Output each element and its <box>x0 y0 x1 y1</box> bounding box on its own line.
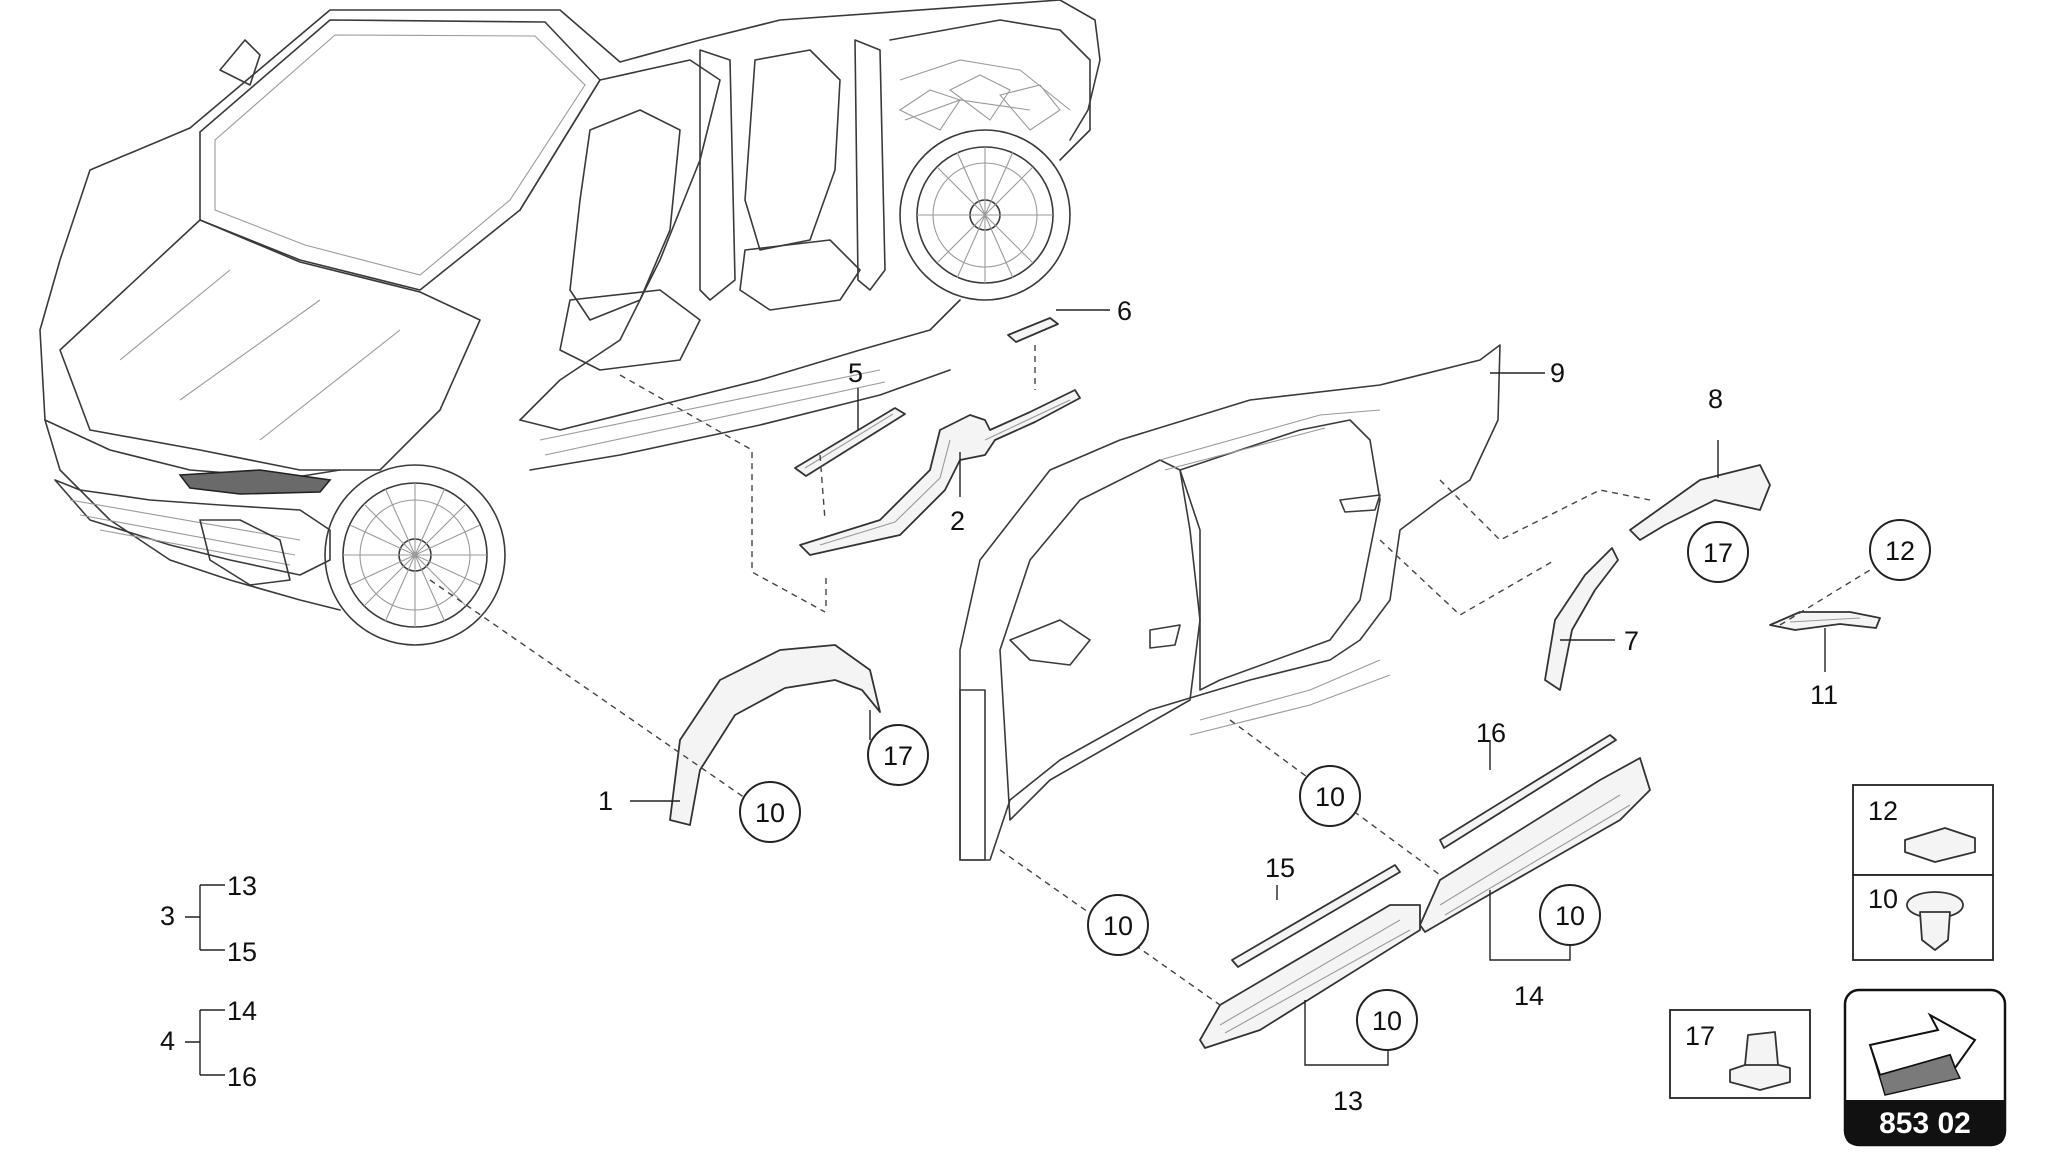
callout-10-front-arch: 10 <box>755 798 785 828</box>
group-4-child-16: 16 <box>227 1062 257 1092</box>
label-6: 6 <box>1117 296 1132 326</box>
label-1: 1 <box>598 786 613 816</box>
legend-fastener-12: 12 <box>1852 784 1994 876</box>
callout-10-skirt-front: 10 <box>1103 911 1133 941</box>
label-5: 5 <box>848 358 863 388</box>
label-14: 14 <box>1514 981 1544 1011</box>
callout-17-front-arch: 17 <box>883 741 913 771</box>
label-7: 7 <box>1624 626 1639 656</box>
part-6-trim <box>1007 317 1059 343</box>
part-14-side-skirt <box>1419 757 1651 933</box>
part-16-strip <box>1439 734 1617 849</box>
label-16: 16 <box>1476 718 1506 748</box>
part-1-front-arch <box>669 644 881 826</box>
callout-10-skirt-14: 10 <box>1555 901 1585 931</box>
leader-lines <box>630 309 1826 1066</box>
part-7-rear-strip <box>1544 547 1619 691</box>
part-number-labels: 1 2 5 6 7 8 9 11 13 14 15 16 <box>598 296 1838 1116</box>
circled-callouts: 10 17 10 10 10 10 17 12 <box>739 519 1931 1051</box>
page-code: 853 02 <box>1879 1107 1971 1140</box>
label-15: 15 <box>1265 853 1295 883</box>
label-13: 13 <box>1333 1086 1363 1116</box>
assembly-group-4: 4 14 16 <box>160 996 257 1092</box>
part-2-channel <box>799 389 1081 556</box>
legend-10-label: 10 <box>1868 884 1898 914</box>
page-reference-badge: 853 02 <box>1843 988 2007 1147</box>
part-8-rear-arch <box>1629 464 1771 541</box>
group-4-parent: 4 <box>160 1026 175 1056</box>
label-9: 9 <box>1550 358 1565 388</box>
group-4-child-14: 14 <box>227 996 257 1026</box>
callout-10-panel: 10 <box>1315 782 1345 812</box>
side-body-panel <box>959 344 1501 861</box>
clip-12-icon <box>1904 827 1976 863</box>
label-2: 2 <box>950 506 965 536</box>
dashed-leaders <box>429 345 1871 1006</box>
part-5-sill-trim <box>794 407 906 477</box>
clip-17-icon <box>1729 1031 1791 1091</box>
part-15-strip <box>1231 864 1401 968</box>
assembly-group-3: 3 13 15 <box>160 871 257 967</box>
legend-fastener-10: 10 <box>1852 874 1994 961</box>
legend-12-label: 12 <box>1868 796 1898 826</box>
callout-12-rear: 12 <box>1885 536 1915 566</box>
vehicle-illustration <box>39 0 1101 646</box>
legend-17-label: 17 <box>1685 1021 1715 1051</box>
label-11: 11 <box>1810 680 1838 710</box>
callout-10-skirt-13: 10 <box>1372 1006 1402 1036</box>
group-3-parent: 3 <box>160 901 175 931</box>
group-3-child-15: 15 <box>227 937 257 967</box>
callout-17-rear-arch: 17 <box>1703 538 1733 568</box>
legend-fastener-17: 17 <box>1669 1009 1811 1099</box>
push-rivet-icon <box>1906 891 1964 951</box>
part-11-rear-moulding <box>1769 611 1881 631</box>
group-3-child-13: 13 <box>227 871 257 901</box>
label-8: 8 <box>1708 384 1723 414</box>
